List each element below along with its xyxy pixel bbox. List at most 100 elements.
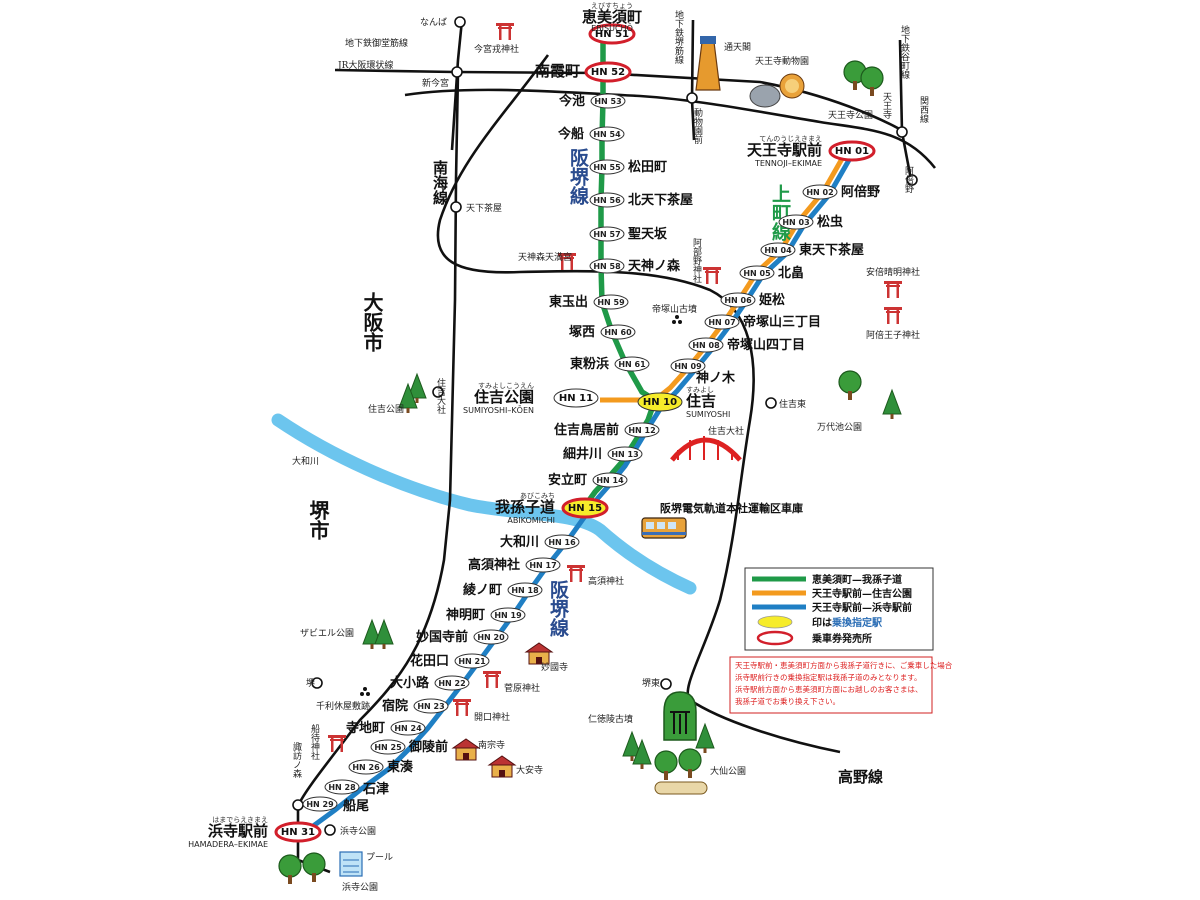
sugawara-label: 菅原神社: [504, 682, 540, 694]
sakaisuji-label: 地下鉄堺筋線: [673, 9, 684, 64]
station-name: 浜寺駅前: [208, 822, 268, 840]
station-ruby: はまでらえきまえ: [212, 816, 268, 824]
station-code: HN 14: [596, 476, 624, 485]
bandaiike-tree-icon: [838, 370, 862, 401]
station-code-badge: [324, 779, 360, 795]
legend-ticket-icon: [756, 630, 794, 646]
tsutenkaku-label: 通天閣: [724, 42, 751, 53]
station-code: HN 24: [394, 724, 422, 733]
station-code: HN 54: [593, 130, 621, 139]
station-name: 高須神社: [468, 557, 520, 573]
xavier-label: ザビエル公園: [300, 628, 354, 639]
nintoku-label: 仁徳陵古墳: [588, 713, 633, 725]
imamiya-label: 今宮戎神社: [474, 43, 519, 55]
station-code: HN 20: [477, 633, 505, 642]
seimei-label: 安倍晴明神社: [866, 266, 920, 278]
station-code-badge: [490, 607, 526, 623]
station-code-badge: [302, 796, 338, 812]
zoo-label: 天王寺動物園: [755, 55, 809, 67]
legend-item-blue: 天王寺駅前—浜寺駅前: [752, 601, 912, 614]
sakaihigashi-label: 堺東: [642, 677, 660, 689]
station-code-badge: [589, 258, 625, 274]
station-code: HN 60: [604, 328, 632, 337]
station-code-badge: [507, 582, 543, 598]
abeoji-torii-icon: [884, 307, 902, 324]
station-ruby: すみよしこうえん: [478, 382, 534, 390]
senrikyu-label: 千利休屋敷跡: [316, 700, 370, 712]
hankai-upper-line-name: 阪堺線: [567, 147, 589, 206]
station-name: 今池: [558, 93, 585, 109]
station-code-badge: [760, 242, 796, 258]
station-hn54: HN 54 今船: [557, 126, 625, 142]
sumiyoshi-taisha-bridge-icon: [670, 436, 742, 462]
shinimamiya-label: 新今宮: [422, 77, 449, 89]
station-code-badge: [434, 675, 470, 691]
station-code: HN 21: [458, 657, 486, 666]
station-code: HN 31: [281, 827, 315, 838]
station-name: 東玉出: [549, 294, 588, 310]
station-name: 今船: [557, 126, 584, 142]
station-code-badge: [473, 629, 509, 645]
legend-transfer-label: 乗換指定駅: [831, 616, 883, 629]
station-name: 宿院: [382, 698, 408, 714]
station-code-badge: [584, 61, 632, 83]
takasu-torii-icon: [567, 565, 585, 582]
jr-loop-label: JR大阪環状線: [337, 59, 393, 71]
station-code: HN 58: [593, 262, 621, 271]
note-line-4: 我孫子道でお乗り換え下さい。: [735, 696, 840, 706]
daisen-tree2-icon: [678, 748, 702, 779]
station-code: HN 26: [352, 763, 380, 772]
zoo-animals-icon: [749, 73, 805, 108]
nintoku-kofun-icon: [663, 691, 697, 741]
pool-icon: [339, 851, 363, 877]
daisen-park-ground: [654, 781, 708, 795]
tenjinnomori-label: 天神森天満宮: [518, 251, 572, 263]
yamato-river: [271, 413, 697, 595]
kansai-label: 関西線: [918, 96, 929, 123]
station-name: 住吉: [686, 392, 716, 410]
daisen-pine-icon: [695, 723, 715, 754]
doubutsuen-label: 動物園前: [692, 108, 703, 145]
nanshuji-temple-icon: [452, 738, 480, 761]
station-code: HN 03: [782, 218, 809, 227]
nankai-line-name: 南海線: [431, 159, 449, 206]
station-roman: EBISUCHŌ: [591, 23, 633, 33]
station-name: 我孫子道: [495, 498, 555, 516]
tennoji-park-label: 天王寺公園: [828, 110, 873, 121]
abeno-label: 阿倍野: [903, 166, 914, 193]
station-code: HN 19: [494, 611, 522, 620]
station-name: 東粉浜: [570, 356, 609, 372]
myokokuji-label: 妙國寺: [541, 661, 568, 673]
station-code: HN 61: [618, 360, 646, 369]
station-code-badge: [274, 821, 322, 843]
station-code-badge: [720, 292, 756, 308]
station-code: HN 08: [692, 341, 720, 350]
station-code-badge: [704, 314, 740, 330]
imamiya-torii-icon: [496, 23, 514, 40]
station-code-badge: [553, 388, 599, 408]
station-code-badge: [802, 184, 838, 200]
legend: 恵美須町—我孫子道 天王寺駅前—住吉公園 天王寺駅前—浜寺駅前 印は乗換指定駅 …: [744, 567, 934, 651]
tanimachi-label: 地下鉄谷町線: [899, 24, 910, 79]
station-code: HN 18: [511, 586, 539, 595]
myokokuji-temple-icon: [525, 642, 553, 665]
midosuji-label: 地下鉄御堂筋線: [345, 37, 408, 49]
station-name: 御陵前: [408, 739, 448, 755]
abeno-shrine-torii-icon: [703, 267, 721, 284]
station-name: 姫松: [759, 292, 785, 308]
